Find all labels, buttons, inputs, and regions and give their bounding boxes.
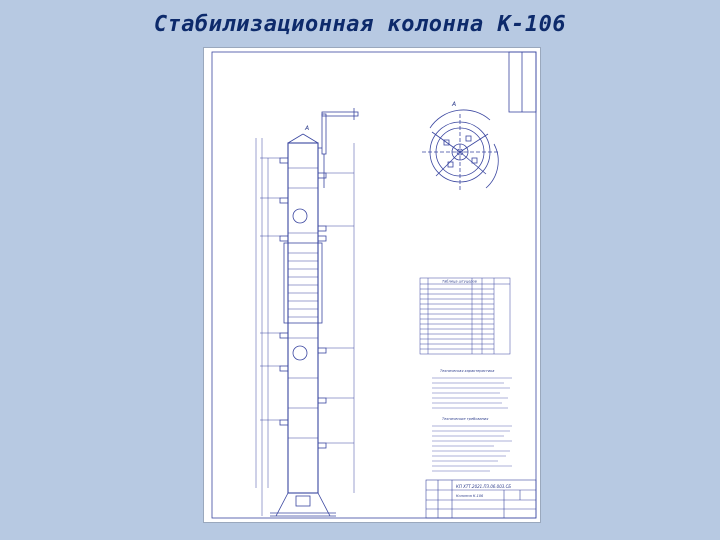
tech-notes xyxy=(432,377,512,472)
stamp-code: КП ХТТ.2021.ПЗ.06.003.СБ xyxy=(456,484,511,489)
top-stamp xyxy=(508,51,537,113)
column-nozzles xyxy=(279,157,327,449)
column-trays xyxy=(288,167,318,439)
drawing-sheet: А А Таблица штуцеров Техническая характе… xyxy=(204,48,540,522)
column-skirt xyxy=(270,492,336,517)
technical-drawing: А А Таблица штуцеров Техническая характе… xyxy=(211,51,537,519)
sheet-frame xyxy=(211,51,537,519)
nozzle-table-title: Таблица штуцеров xyxy=(442,280,477,284)
view-label-a: А xyxy=(304,125,309,132)
tech-requirements-title: Технические требования xyxy=(442,417,488,421)
section-label: А xyxy=(451,101,456,108)
section-view xyxy=(422,109,499,190)
tech-characteristics-title: Техническая характеристика xyxy=(440,369,494,373)
title-block xyxy=(425,479,537,519)
page-title: Стабилизационная колонна К-106 xyxy=(153,12,567,37)
nozzle-table xyxy=(419,277,511,355)
dimension-lines xyxy=(255,138,355,516)
column-body xyxy=(283,108,359,494)
stamp-name: Колонна К-106 xyxy=(456,494,484,498)
